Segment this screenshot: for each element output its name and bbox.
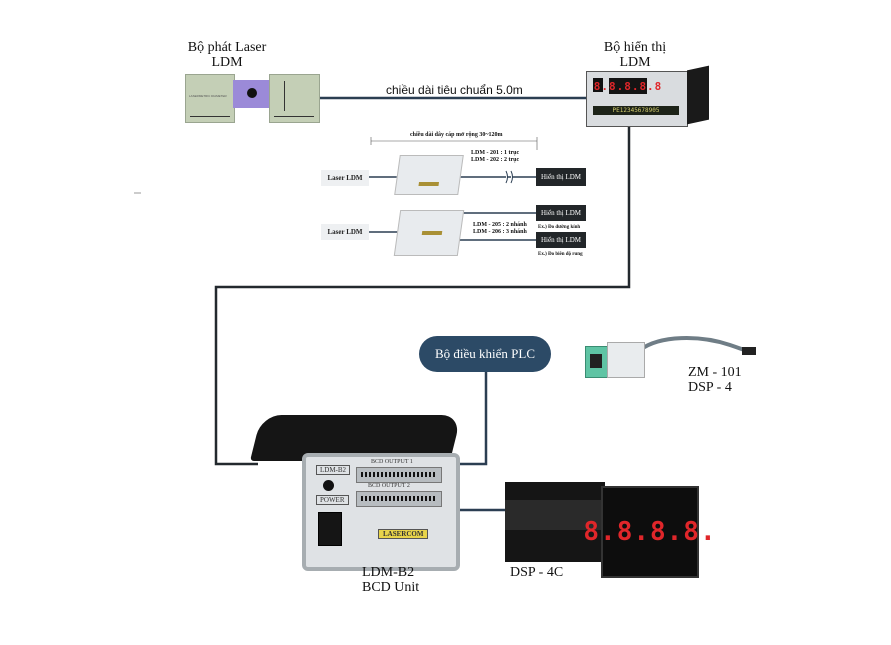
bcd-indicator-knob xyxy=(323,480,334,491)
ext2-target1-box: Hiển thị LDM xyxy=(536,205,586,221)
bcd-power-switch[interactable] xyxy=(318,512,342,546)
device-label: LASERMETRIC DIAMETER xyxy=(189,94,227,98)
display-led-panel: 8.8.8.8.8 xyxy=(594,78,661,94)
display-led-readout: 8.8.8.8.8 xyxy=(593,79,663,93)
plc-to-bcd-wire xyxy=(448,372,488,466)
model-line-2: LDM - 206 : 3 nhánh xyxy=(473,229,527,235)
laser-transmitter-device: LASERMETRIC DIAMETER xyxy=(185,74,320,123)
ext1-target-box: Hiển thị LDM xyxy=(536,168,586,186)
bcd-output2-label: BCD OUTPUT 2 xyxy=(368,483,410,489)
zm-module-device xyxy=(585,340,647,380)
ext1-extender-device xyxy=(394,155,464,195)
ext2-target2-note: Ex.) Đo biên độ rung xyxy=(538,252,583,257)
bcd-brand-label: LASERCOM xyxy=(378,529,429,539)
caption-line-1: LDM-B2 xyxy=(362,565,415,580)
transmitter-right-block xyxy=(269,74,320,123)
display-to-bcd-wire xyxy=(214,125,631,466)
extension-dimension-label: chiều dài dây cáp mở rộng 30~120m xyxy=(410,132,503,138)
title-line-1: Bộ phát Laser xyxy=(187,40,267,55)
caption-line-2: DSP - 4 xyxy=(688,380,732,395)
bcd-model-badge: LDM-B2 xyxy=(316,465,351,475)
ldm-display-side xyxy=(687,65,709,125)
zm-module-caption: ZM - 101 DSP - 4 xyxy=(688,365,742,395)
ldm-display-device: 8.8.8.8.8 PE12345678905 xyxy=(586,71,688,127)
zm-connector-plug xyxy=(742,347,756,355)
model-line-1: LDM - 205 : 2 nhánh xyxy=(473,222,527,228)
ldm-display-title: Bộ hiển thị LDM xyxy=(590,40,680,70)
title-line-2: LDM xyxy=(619,55,651,70)
title-line-1: Bộ hiển thị xyxy=(603,40,667,55)
bcd-unit-caption: LDM-B2 BCD Unit xyxy=(362,565,419,595)
ext2-target2-box: Hiển thị LDM xyxy=(536,232,586,248)
bcd-output1-label: BCD OUTPUT 1 xyxy=(371,459,413,465)
ext2-source-box: Laser LDM xyxy=(321,224,369,240)
bcd-unit-device: LDM-B2 POWER BCD OUTPUT 1 BCD OUTPUT 2 L… xyxy=(250,415,462,571)
display-lcd-panel: PE12345678905 xyxy=(593,106,679,115)
caption-line-1: ZM - 101 xyxy=(688,365,742,380)
dsp-mounting-clip xyxy=(505,500,613,530)
ext2-extender-device xyxy=(393,210,465,256)
laser-beam-window xyxy=(233,80,269,108)
cable-break-icon xyxy=(505,170,513,184)
dsp-front-bezel: 8.8.8.8. xyxy=(583,486,716,578)
transmitter-left-block: LASERMETRIC DIAMETER xyxy=(185,74,235,123)
bcd-output1-connector[interactable] xyxy=(356,467,442,483)
display-lcd-readout: PE12345678905 xyxy=(612,107,660,114)
ext1-model-labels: LDM - 201 : 1 trục LDM - 202 : 2 trục xyxy=(471,150,519,164)
bcd-power-label: POWER xyxy=(316,495,349,505)
bcd-unit-front-panel: LDM-B2 POWER BCD OUTPUT 1 BCD OUTPUT 2 L… xyxy=(302,453,460,571)
bcd-output2-connector[interactable] xyxy=(356,491,442,507)
display-power-switch xyxy=(593,78,603,92)
model-line-2: LDM - 202 : 2 trục xyxy=(471,157,520,163)
caption-line-2: BCD Unit xyxy=(362,580,420,595)
ext1-source-box: Laser LDM xyxy=(321,170,369,186)
ext2-model-labels: LDM - 205 : 2 nhánh LDM - 206 : 3 nhánh xyxy=(473,222,527,236)
title-line-2: LDM xyxy=(211,55,243,70)
laser-transmitter-title: Bộ phát Laser LDM xyxy=(172,40,282,70)
zm-cable xyxy=(638,336,753,354)
standard-cable-label: chiều dài tiêu chuẩn 5.0m xyxy=(386,83,523,97)
dsp-led-readout: 8.8.8.8. xyxy=(583,517,717,547)
dsp-caption: DSP - 4C xyxy=(510,565,564,580)
model-line-1: LDM - 201 : 1 trục xyxy=(471,150,520,156)
measured-object-icon xyxy=(247,88,257,98)
plc-controller-badge: Bộ điều khiển PLC xyxy=(419,336,551,372)
dsp-display-device: 8.8.8.8. xyxy=(505,482,716,578)
ext2-target1-note: Ex.) Đo đường kính xyxy=(538,225,581,230)
